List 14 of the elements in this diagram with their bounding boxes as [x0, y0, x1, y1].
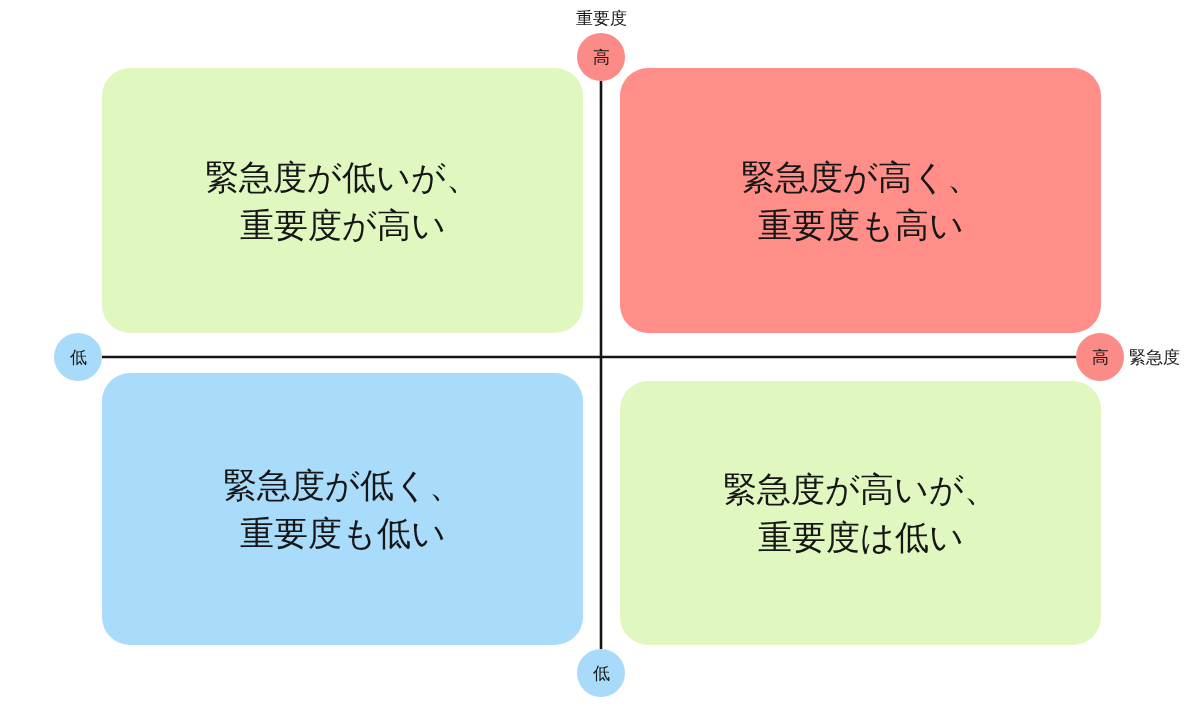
quadrant-label: 緊急度が高く、重要度も高い [739, 155, 982, 247]
axis-title: 緊急度 [1129, 346, 1180, 368]
axis-level-circle: 低 [577, 649, 625, 697]
axis-level-circle: 高 [577, 33, 625, 81]
quadrant-label: 緊急度が高いが、重要度は低い [722, 468, 999, 559]
quadrant-panel [620, 381, 1101, 645]
axis-level-circle: 高 [1076, 333, 1124, 381]
quadrant-panel [102, 373, 583, 645]
quadrant-label: 緊急度が低く、重要度も低い [221, 464, 464, 555]
axis-title: 重要度 [575, 7, 627, 29]
axis-level-circle: 低 [54, 333, 102, 381]
quadrant-panel [620, 68, 1101, 333]
quadrant-label: 緊急度が低いが、重要度が高い [204, 155, 481, 247]
quadrant-panel [102, 68, 583, 333]
